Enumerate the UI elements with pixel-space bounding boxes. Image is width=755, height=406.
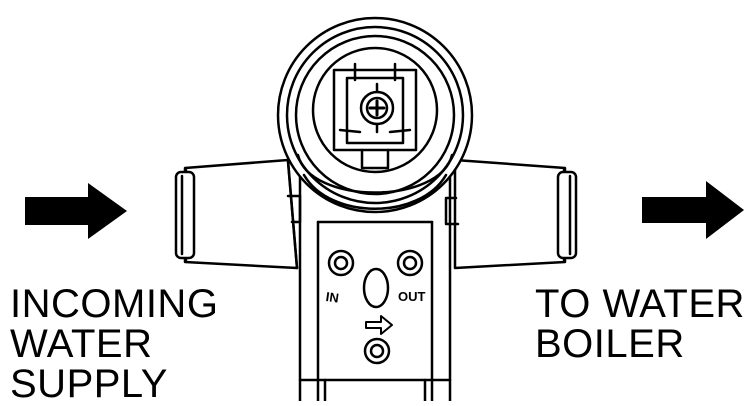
incoming-flow-arrow-icon <box>25 183 127 239</box>
left-pipe-connector <box>174 158 302 270</box>
out-label: OUT <box>398 289 426 304</box>
right-pipe-connector <box>444 158 578 270</box>
to-water-boiler-label: TO WATER BOILER <box>535 284 745 364</box>
right-label-line2: BOILER <box>535 322 685 366</box>
left-label-line3: SUPPLY <box>10 362 168 406</box>
in-label: IN <box>325 289 340 306</box>
outgoing-flow-arrow-icon <box>642 181 744 239</box>
left-label-line2: WATER <box>10 322 153 366</box>
valve-bracket <box>298 173 452 403</box>
valve-head <box>276 16 474 214</box>
right-label-line1: TO WATER <box>535 282 745 326</box>
flow-direction-arrow-icon <box>365 315 393 335</box>
incoming-water-supply-label: INCOMING WATER SUPPLY <box>10 284 218 404</box>
left-label-line1: INCOMING <box>10 282 219 326</box>
